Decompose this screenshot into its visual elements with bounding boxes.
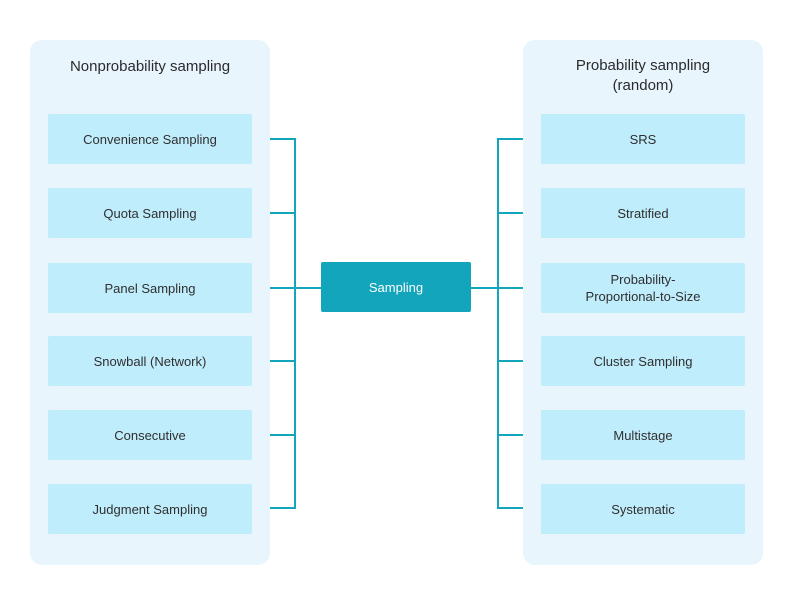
node-panel-sampling: Panel Sampling <box>48 263 252 313</box>
probability-group-title: Probability sampling (random) <box>575 57 711 94</box>
node-quota-sampling: Quota Sampling <box>48 188 252 238</box>
node-cluster-sampling: Cluster Sampling <box>541 336 745 386</box>
node-judgment-sampling: Judgment Sampling <box>48 484 252 534</box>
node-probability-proportional-to-size: Probability- Proportional-to-Size <box>541 263 745 313</box>
node-multistage: Multistage <box>541 410 745 460</box>
nonprobability-group-title: Nonprobability sampling <box>69 58 231 75</box>
node-stratified: Stratified <box>541 188 745 238</box>
node-systematic: Systematic <box>541 484 745 534</box>
node-consecutive: Consecutive <box>48 410 252 460</box>
node-snowball-network: Snowball (Network) <box>48 336 252 386</box>
center-node-sampling: Sampling <box>321 262 471 312</box>
node-srs: SRS <box>541 114 745 164</box>
node-convenience-sampling: Convenience Sampling <box>48 114 252 164</box>
